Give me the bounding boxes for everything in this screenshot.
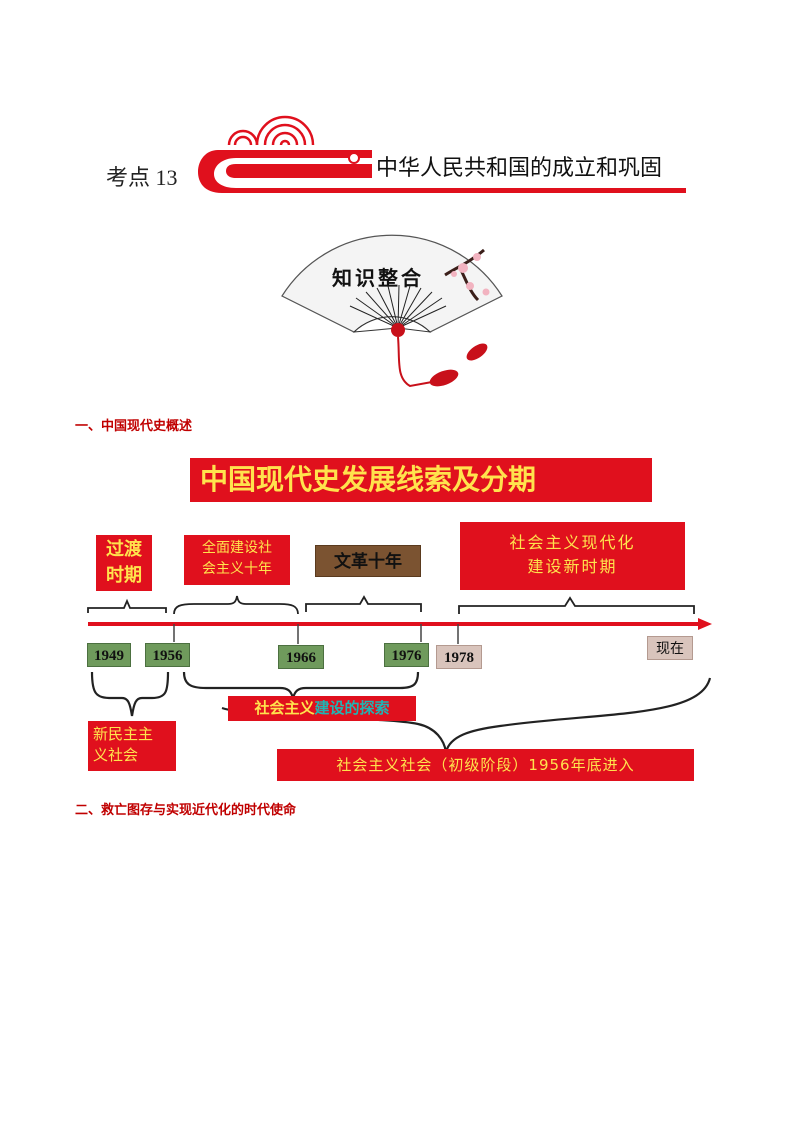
- header-ornament-icon: [227, 115, 315, 146]
- new-democracy-line1: 新民主主: [93, 725, 154, 743]
- period-full-construction-box: 全面建设社 会主义十年: [184, 535, 290, 585]
- period-transition-line2: 时期: [106, 565, 142, 586]
- period-transition-line1: 过渡: [106, 539, 142, 560]
- kaodian-label: 考点 13: [106, 165, 178, 190]
- timeline-arrow: [88, 618, 712, 644]
- period-full-construction-line1: 全面建设社: [202, 540, 272, 556]
- year-1966: 1966: [278, 645, 324, 669]
- socialist-exploration-part1: 社会主义: [254, 699, 315, 717]
- year-1956: 1956: [145, 643, 190, 667]
- timeline-title: 中国现代史发展线索及分期: [190, 458, 652, 502]
- primary-stage-box: 社会主义社会（初级阶段）1956年底进入: [277, 749, 694, 781]
- header-band: [198, 150, 686, 193]
- fan-title: 知识整合: [332, 266, 424, 290]
- year-1976: 1976: [384, 643, 429, 667]
- period-transition-box: 过渡 时期: [96, 535, 152, 591]
- year-1978: 1978: [436, 645, 482, 669]
- section-heading-2: 二、救亡图存与实现近代化的时代使命: [75, 803, 297, 818]
- year-now: 现在: [647, 636, 693, 660]
- period-modernization-box: 社会主义现代化 建设新时期: [460, 522, 685, 590]
- year-1949: 1949: [87, 643, 131, 667]
- socialist-exploration-box: 社会主义建设的探索: [228, 696, 416, 721]
- page-title: 中华人民共和国的成立和巩固: [376, 156, 663, 181]
- new-democracy-box: 新民主主 义社会: [88, 721, 176, 771]
- section-heading-1: 一、中国现代史概述: [75, 419, 193, 434]
- socialist-exploration-part2: 建设的探索: [314, 699, 390, 717]
- period-cultural-revolution-box: 文革十年: [315, 545, 421, 577]
- new-democracy-line2: 义社会: [93, 746, 139, 764]
- top-braces: [87, 595, 695, 615]
- period-full-construction-line2: 会主义十年: [202, 561, 272, 577]
- fan-illustration-icon: [281, 234, 503, 388]
- period-modernization-line1: 社会主义现代化: [509, 533, 636, 552]
- period-modernization-line2: 建设新时期: [527, 557, 618, 576]
